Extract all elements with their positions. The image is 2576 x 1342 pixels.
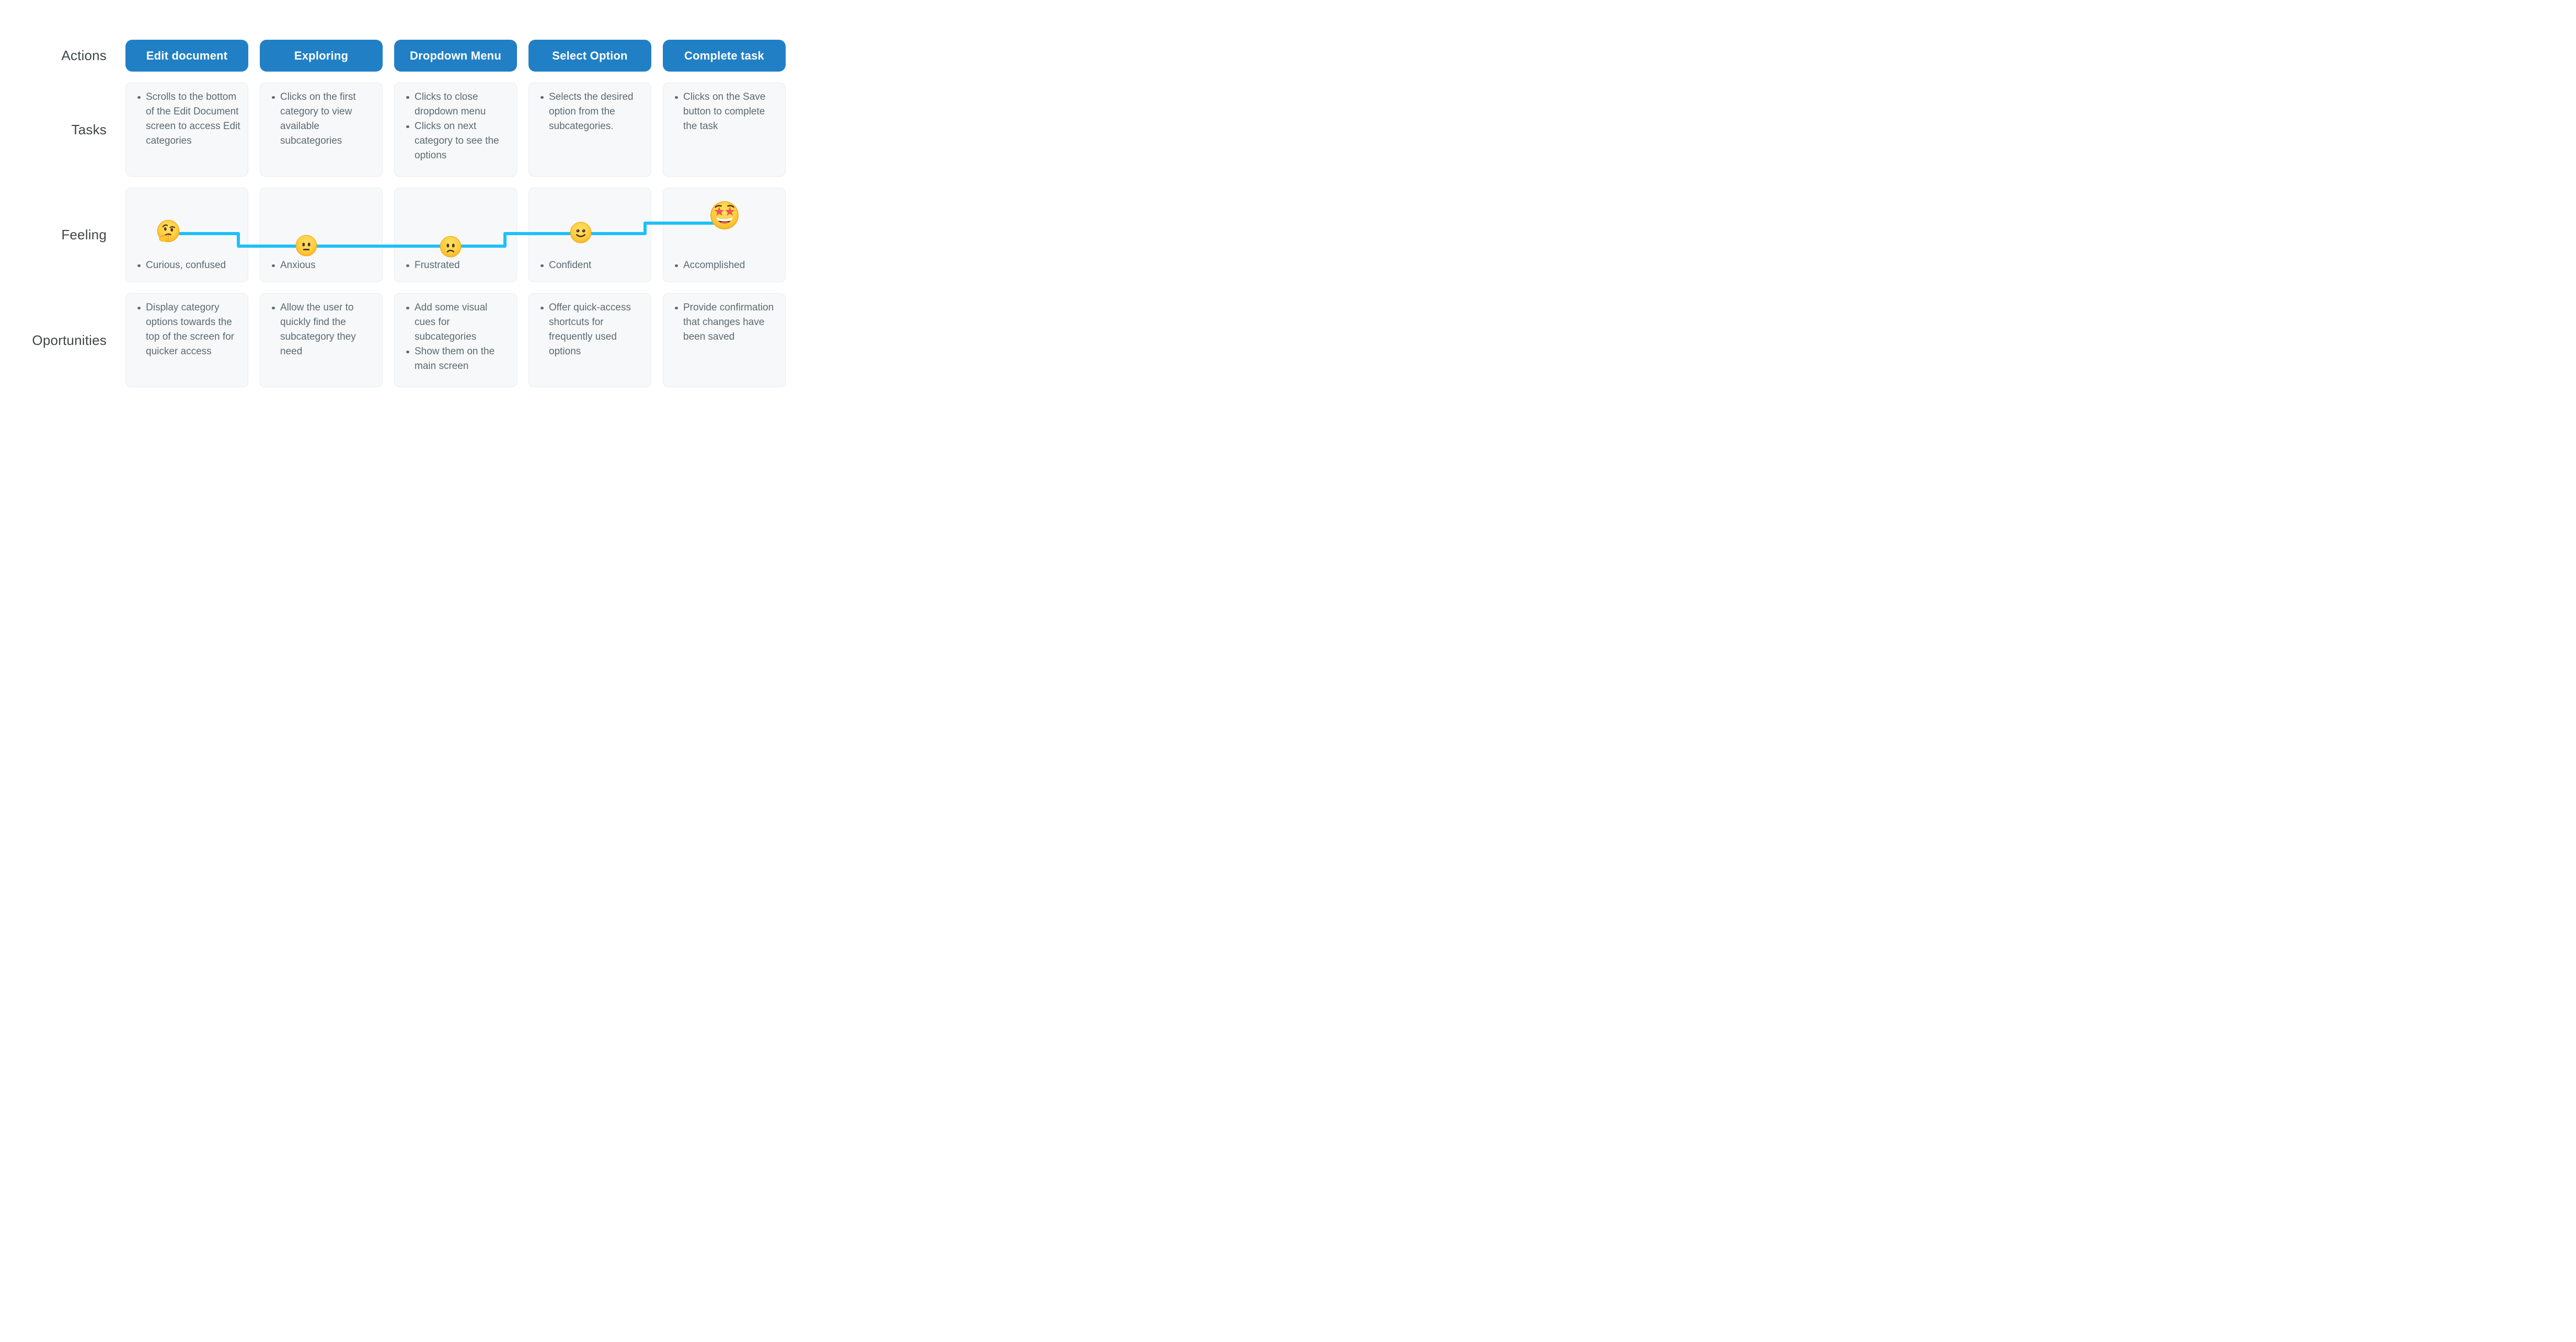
task-item: Clicks on next category to see the optio… [406,119,510,163]
opportunity-item: Offer quick-access shortcuts for frequen… [540,300,645,359]
action-button-select-option[interactable]: Select Option [528,40,651,72]
feeling-label: Accomplished [674,258,779,273]
feeling-label: Confident [540,258,645,273]
task-item: Selects the desired option from the subc… [540,90,645,134]
action-button-edit-document[interactable]: Edit document [125,40,248,72]
opportunity-item: Display category options towards the top… [137,300,242,359]
opportunity-item: Provide confirmation that changes have b… [674,300,779,344]
opportunity-item: Show them on the main screen [406,344,510,374]
feeling-card-2: Anxious [260,188,383,282]
feeling-label: Curious, confused [137,258,242,273]
row-label-actions: Actions [61,48,107,63]
thinking-face-emoji [156,219,180,243]
tasks-list-1: Scrolls to the bottom of the Edit Docume… [126,83,248,148]
tasks-list-2: Clicks on the first category to view ava… [260,83,382,148]
task-item: Clicks to close dropdown menu [406,90,510,119]
action-button-complete-task[interactable]: Complete task [663,40,786,72]
slightly-frowning-face-emoji [439,235,462,258]
opportunities-card-3: Add some visual cues for subcategories S… [394,293,517,387]
opportunities-card-5: Provide confirmation that changes have b… [663,293,786,387]
row-label-feeling: Feeling [61,227,107,242]
tasks-card-3: Clicks to close dropdown menu Clicks on … [394,83,517,177]
task-item: Scrolls to the bottom of the Edit Docume… [137,90,242,148]
neutral-face-emoji [295,234,318,257]
row-label-tasks: Tasks [71,121,107,137]
journey-grid: Actions Edit document Exploring Dropdown… [0,40,786,387]
feeling-label: Anxious [271,258,376,273]
opportunities-list-1: Display category options towards the top… [126,294,248,359]
opportunities-list-5: Provide confirmation that changes have b… [663,294,785,344]
feeling-label: Frustrated [406,258,510,273]
tasks-card-1: Scrolls to the bottom of the Edit Docume… [125,83,248,177]
tasks-list-5: Clicks on the Save button to complete th… [663,83,785,134]
user-journey-map: Actions Edit document Exploring Dropdown… [0,0,820,427]
opportunity-item: Allow the user to quickly find the subca… [271,300,376,359]
opportunities-list-2: Allow the user to quickly find the subca… [260,294,382,359]
opportunities-card-1: Display category options towards the top… [125,293,248,387]
tasks-list-3: Clicks to close dropdown menu Clicks on … [395,83,516,163]
tasks-card-2: Clicks on the first category to view ava… [260,83,383,177]
tasks-list-4: Selects the desired option from the subc… [529,83,651,134]
star-struck-face-emoji [709,200,740,230]
opportunities-list-4: Offer quick-access shortcuts for frequen… [529,294,651,359]
tasks-card-5: Clicks on the Save button to complete th… [663,83,786,177]
opportunity-item: Add some visual cues for subcategories [406,300,510,344]
action-button-dropdown-menu[interactable]: Dropdown Menu [394,40,517,72]
opportunities-list-3: Add some visual cues for subcategories S… [395,294,516,374]
opportunities-card-4: Offer quick-access shortcuts for frequen… [528,293,651,387]
row-label-opportunities: Oportunities [32,332,107,348]
task-item: Clicks on the first category to view ava… [271,90,376,148]
feeling-card-1: Curious, confused [125,188,248,282]
task-item: Clicks on the Save button to complete th… [674,90,779,134]
slightly-smiling-face-emoji [569,221,592,244]
action-button-exploring[interactable]: Exploring [260,40,383,72]
opportunities-card-2: Allow the user to quickly find the subca… [260,293,383,387]
tasks-card-4: Selects the desired option from the subc… [528,83,651,177]
